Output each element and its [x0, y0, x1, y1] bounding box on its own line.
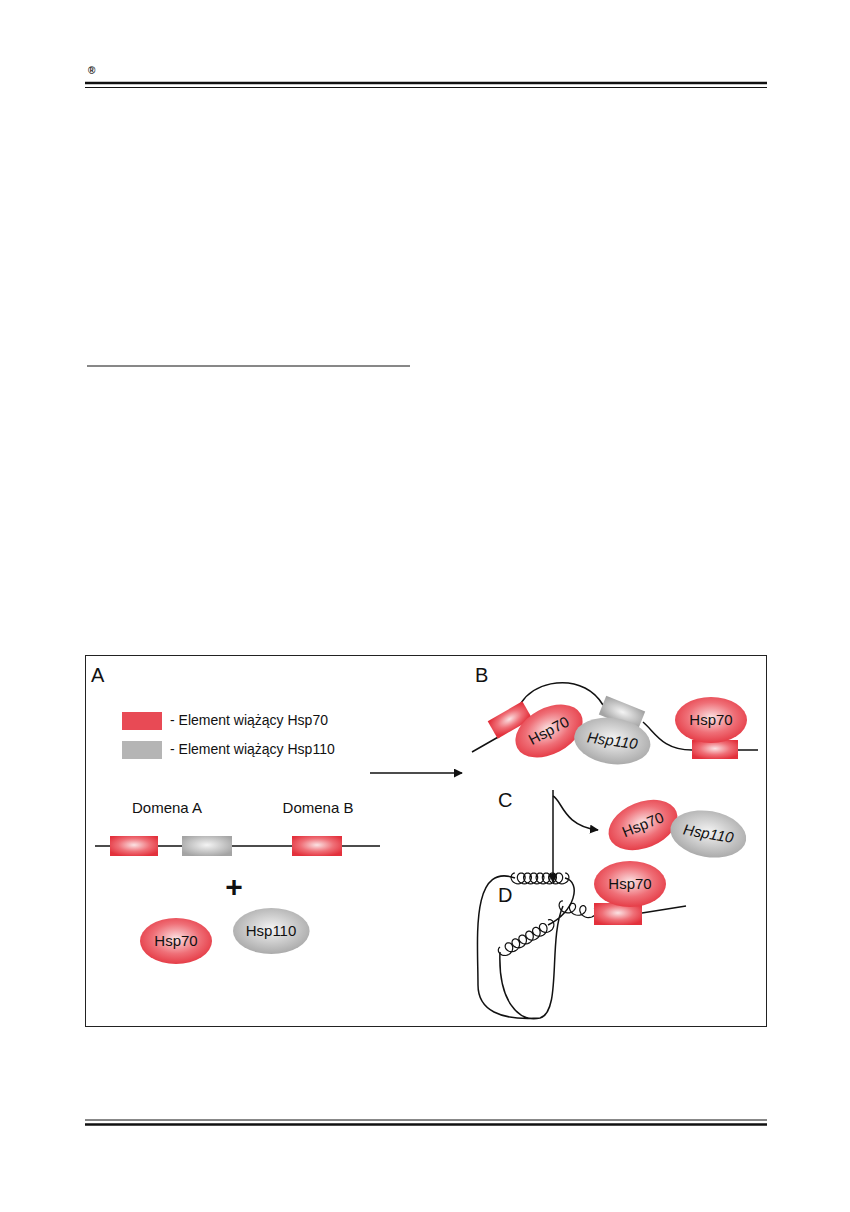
legend-text: - Element wiążący Hsp70 [170, 713, 328, 728]
panel-letter: B [475, 664, 488, 686]
header-rule [85, 87, 767, 88]
plus-sign: + [225, 870, 243, 903]
alpha-helix [498, 920, 554, 956]
protein-name: Hsp70 [608, 876, 651, 893]
protein-name: Hsp110 [246, 923, 297, 940]
footer-rule [85, 1120, 767, 1121]
hsp110-chaperone: Hsp110 [666, 805, 749, 864]
legend-text: - Element wiążący Hsp110 [170, 742, 335, 757]
panel-letter: A [91, 664, 104, 686]
release-arrow [553, 796, 598, 830]
legend-swatch [122, 712, 162, 730]
step-arrow [552, 790, 554, 882]
protein-name: Hsp70 [154, 933, 197, 950]
underline-rule [87, 366, 410, 367]
header-rule [85, 82, 767, 85]
panel-letter: D [498, 884, 512, 906]
footer-rule [85, 1123, 767, 1126]
step-arrow [370, 772, 462, 774]
trademark-sign: ® [88, 65, 95, 76]
hsp70-chaperone: Hsp70 [675, 697, 747, 743]
hsp70-chaperone: Hsp70 [594, 861, 666, 907]
alpha-helix [559, 901, 596, 918]
hsp110-chaperone: Hsp110 [571, 713, 653, 769]
polypeptide-chain [472, 683, 758, 752]
domain-label: Domena A [132, 800, 202, 817]
hsp70-binding-element [292, 836, 342, 856]
panel-letter: C [498, 789, 512, 811]
legend-swatch [122, 741, 162, 759]
domain-label: Domena B [283, 800, 354, 817]
hsp70-binding-element [110, 836, 158, 856]
figure-frame [86, 656, 767, 1027]
protein-name: Hsp70 [689, 712, 732, 729]
alpha-helix [511, 873, 569, 884]
hsp110-chaperone: Hsp110 [233, 908, 310, 954]
hsp110-binding-element [182, 836, 232, 856]
hsp70-chaperone: Hsp70 [140, 918, 212, 964]
